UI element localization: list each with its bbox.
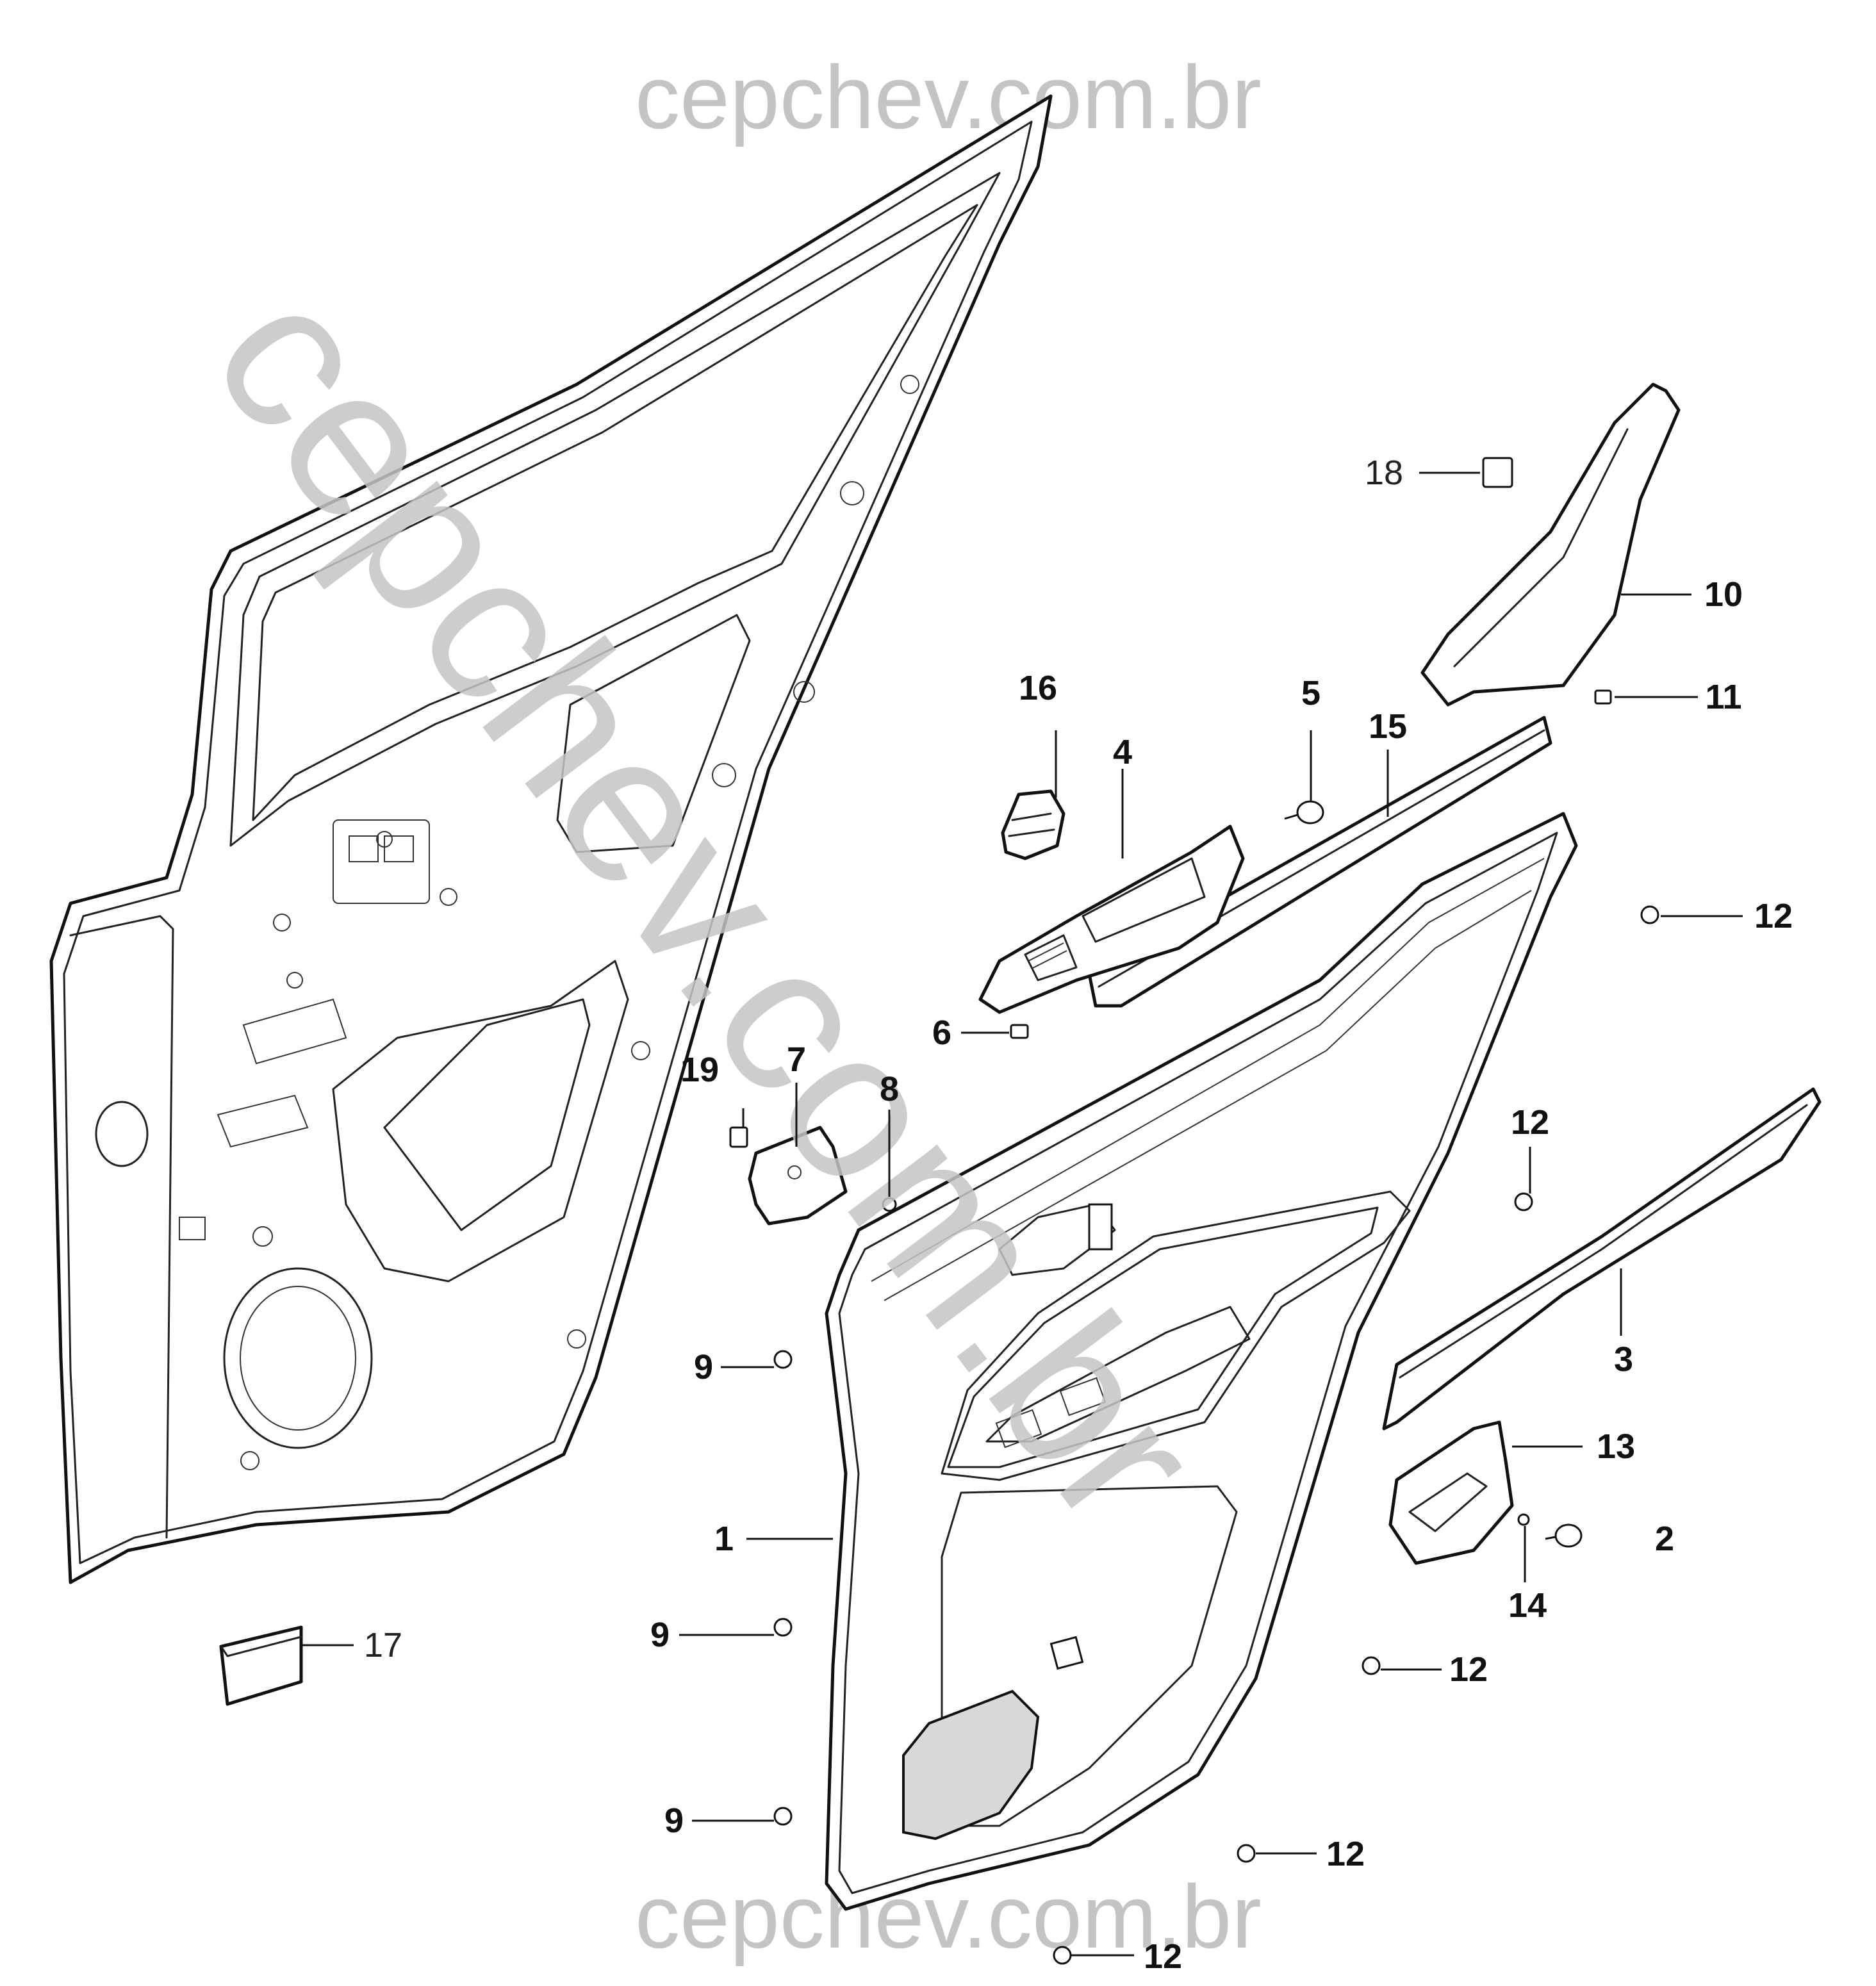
fastener-12-d [1237, 1844, 1256, 1863]
part-3-lower-trim-strip [1382, 1087, 1822, 1431]
part-17-pad [219, 1625, 303, 1706]
callout-1: 1 [714, 1520, 734, 1558]
fastener-12-c [1362, 1656, 1381, 1675]
part-2-plug [1545, 1523, 1583, 1548]
callout-12-b: 12 [1511, 1103, 1549, 1142]
callout-9-a: 9 [694, 1348, 713, 1386]
callout-15: 15 [1369, 707, 1407, 746]
part-8-screw [882, 1197, 897, 1212]
callout-5: 5 [1301, 674, 1321, 712]
door-inner-panel [49, 94, 1053, 1584]
part-1-door-trim-panel [825, 812, 1578, 1911]
callout-3: 3 [1614, 1340, 1633, 1379]
part-7-bracket [748, 1126, 848, 1226]
callout-9-c: 9 [664, 1801, 684, 1840]
watermark-top: cepchev.com.br [635, 47, 1262, 147]
fastener-9-a [773, 1350, 793, 1369]
part-18-clip [1482, 457, 1513, 488]
fastener-12-a [1640, 905, 1659, 924]
callout-2: 2 [1655, 1520, 1674, 1558]
callout-17: 17 [364, 1626, 402, 1664]
callout-12-a: 12 [1754, 897, 1793, 935]
part-14-screw [1517, 1513, 1530, 1526]
fastener-9-c [773, 1807, 793, 1826]
part-13-pull-handle [1388, 1420, 1514, 1565]
fastener-12-b [1514, 1192, 1533, 1211]
callout-11: 11 [1705, 678, 1741, 716]
callout-13: 13 [1597, 1427, 1635, 1466]
callout-14: 14 [1508, 1586, 1547, 1625]
callout-16: 16 [1019, 669, 1057, 707]
callout-8: 8 [880, 1070, 899, 1108]
fastener-12-e [1053, 1946, 1072, 1965]
leader-lines [301, 472, 1743, 1957]
callout-9-b: 9 [650, 1616, 670, 1654]
callout-7: 7 [787, 1040, 806, 1079]
part-5-plug [1284, 800, 1324, 825]
part-6-clip [1010, 1024, 1029, 1039]
part-11-clip [1594, 689, 1612, 705]
callout-19: 19 [680, 1051, 719, 1089]
part-19-clip [729, 1126, 748, 1148]
part-4-switch-bezel [978, 825, 1245, 1014]
callout-4: 4 [1113, 733, 1132, 771]
part-16-window-switch [1001, 789, 1066, 860]
callout-12-e: 12 [1144, 1937, 1182, 1976]
callout-10: 10 [1704, 575, 1743, 614]
callout-12-c: 12 [1449, 1650, 1488, 1689]
callout-12-d: 12 [1326, 1835, 1365, 1873]
callout-18: 18 [1365, 454, 1403, 492]
callout-6: 6 [932, 1014, 951, 1052]
part-10-upper-trim [1420, 382, 1681, 707]
watermark-bottom: cepchev.com.br [635, 1866, 1262, 1967]
fastener-9-b [773, 1618, 793, 1637]
